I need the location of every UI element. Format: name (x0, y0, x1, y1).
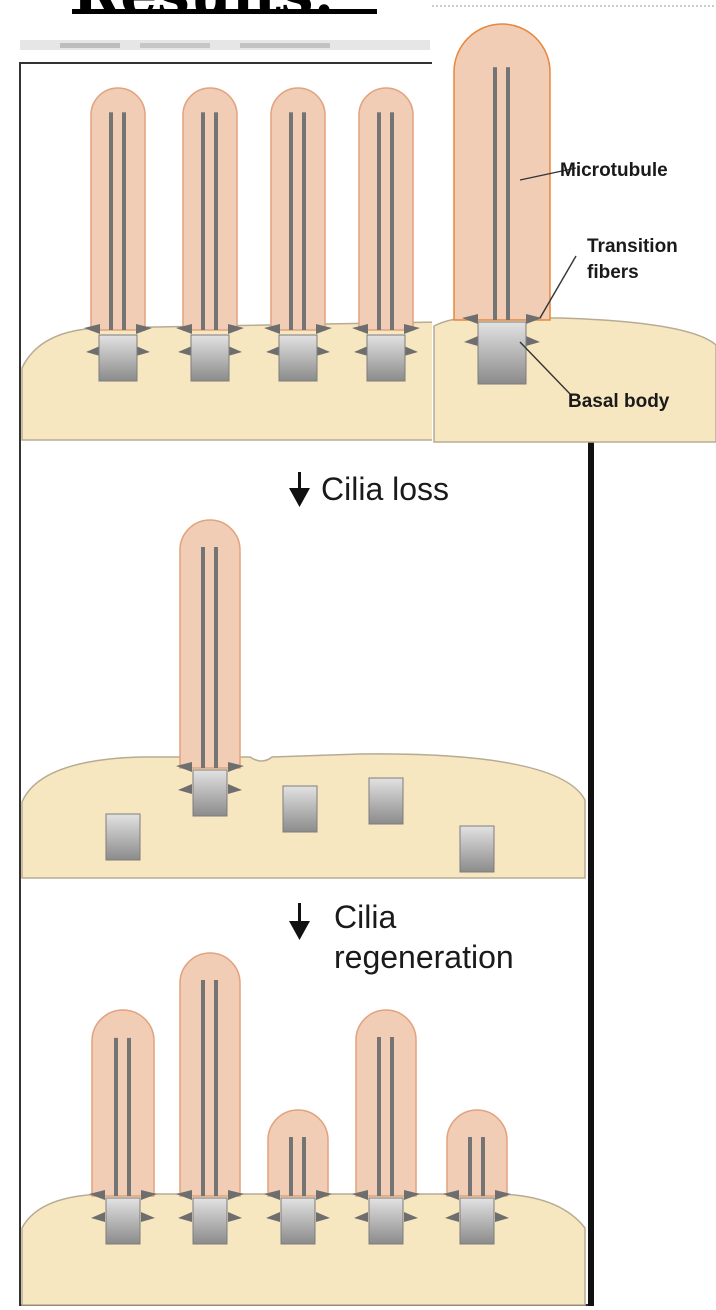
panel-cilia-regeneration (22, 953, 585, 1305)
microtubule (390, 112, 394, 330)
axoneme-membrane (356, 1010, 416, 1196)
cilium (183, 88, 237, 330)
basal-body (369, 778, 403, 824)
cilium (91, 88, 145, 330)
microtubule (201, 112, 205, 330)
cropped-caption-strip (20, 40, 430, 50)
microtubule (214, 112, 218, 330)
microtubule (109, 112, 113, 330)
cell-body (434, 318, 716, 442)
down-arrow-icon (289, 472, 310, 507)
basal-body (193, 770, 227, 816)
axoneme-membrane (92, 1010, 154, 1196)
microtubule (493, 67, 497, 320)
cilia-regeneration-label-line2: regeneration (334, 939, 514, 975)
axoneme-membrane (180, 953, 240, 1196)
microtubule (377, 112, 381, 330)
cilia-regeneration-label-line1: Cilia (334, 899, 396, 935)
enlarged-cilium-inset: Microtubule Transition fibers Basal body (432, 6, 716, 442)
cilium (359, 88, 413, 330)
cilium (356, 1010, 416, 1196)
panel-before (22, 88, 440, 440)
microtubule (289, 1137, 293, 1196)
microtubule (289, 112, 293, 330)
cilium (447, 1110, 507, 1196)
axoneme-membrane (91, 88, 145, 330)
cilium (180, 520, 240, 768)
axoneme-membrane (183, 88, 237, 330)
cilium (180, 953, 240, 1196)
axoneme-membrane (447, 1110, 507, 1196)
microtubule (506, 67, 510, 320)
cilium (271, 88, 325, 330)
cilium (268, 1110, 328, 1196)
step-cilia-regeneration: Cilia regeneration (289, 899, 514, 975)
microtubule (201, 547, 205, 768)
basal-body (99, 335, 137, 381)
basal-body (106, 814, 140, 860)
basal-body (281, 1198, 315, 1244)
transition-fibers-label-line2: fibers (587, 262, 639, 283)
axoneme-membrane (180, 520, 240, 768)
basal-body (369, 1198, 403, 1244)
microtubule (201, 980, 205, 1196)
basal-body (106, 1198, 140, 1244)
cilia-loss-label: Cilia loss (321, 471, 449, 507)
panel-cilia-loss (22, 520, 585, 878)
basal-body (193, 1198, 227, 1244)
microtubule (302, 1137, 306, 1196)
axoneme-membrane (271, 88, 325, 330)
microtubule (122, 112, 126, 330)
axoneme-membrane (268, 1110, 328, 1196)
microtubule (127, 1038, 131, 1196)
microtubule (481, 1137, 485, 1196)
basal-body (283, 786, 317, 832)
microtubule (214, 980, 218, 1196)
microtubule-label: Microtubule (560, 160, 668, 181)
basal-body (191, 335, 229, 381)
microtubule (377, 1037, 381, 1196)
axoneme-membrane (454, 24, 550, 320)
microtubule (468, 1137, 472, 1196)
microtubule (114, 1038, 118, 1196)
transition-fibers-label-line1: Transition (587, 236, 678, 257)
axoneme-membrane (359, 88, 413, 330)
microtubule (214, 547, 218, 768)
microtubule (302, 112, 306, 330)
heading-underline (72, 9, 377, 14)
basal-body (460, 1198, 494, 1244)
basal-body (460, 826, 494, 872)
basal-body (367, 335, 405, 381)
microtubule (390, 1037, 394, 1196)
basal-body (478, 322, 526, 384)
cilium (454, 24, 550, 320)
cilium (92, 1010, 154, 1196)
basal-body-label: Basal body (568, 391, 670, 412)
down-arrow-icon (289, 903, 310, 940)
step-cilia-loss: Cilia loss (289, 471, 449, 507)
basal-body (279, 335, 317, 381)
